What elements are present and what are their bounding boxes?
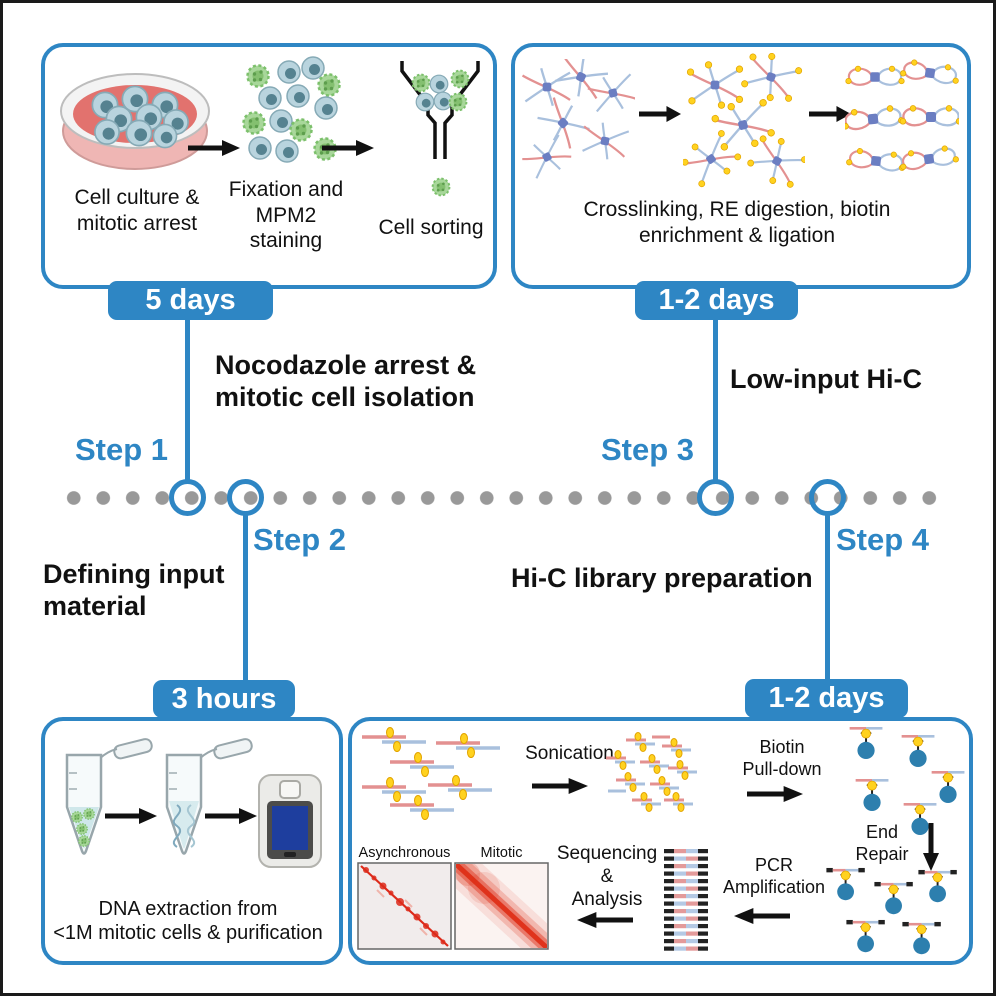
arrow-left-icon [577, 911, 633, 929]
label-sequencing-analysis: Sequencing & Analysis [556, 843, 658, 910]
heatmap-mitotic [454, 862, 549, 950]
label-pcr-amplification: PCR Amplification [722, 855, 826, 897]
arrow-right-icon [188, 139, 240, 157]
ligated-fragments-illustration [360, 725, 502, 822]
heatmap-async-label: Asynchronous [358, 845, 451, 861]
arrow-down-icon [923, 823, 939, 871]
arrow-right-icon [639, 105, 681, 123]
box-library-prep: Sonication Biotin Pull-down End Repair [348, 717, 973, 965]
heatmap-mitotic-label: Mitotic [480, 845, 523, 861]
arrow-right-icon [105, 807, 157, 825]
step2-marker-ring [227, 479, 264, 516]
task-library-prep: Hi-C library preparation [511, 563, 813, 593]
label-sonication: Sonication [525, 743, 614, 764]
caption-fixation: Fixation and MPM2 staining [228, 178, 344, 253]
tube-cells-illustration [65, 738, 153, 855]
badge-step4-duration: 1-2 days [745, 679, 908, 718]
connector-step3 [713, 318, 718, 481]
fluorometer-illustration [258, 774, 322, 868]
arrow-right-icon [205, 807, 257, 825]
biotin-chromatin-illustration [683, 53, 805, 195]
badge-step3-duration: 1-2 days [635, 281, 798, 320]
petri-dish-illustration [60, 73, 210, 170]
label-end-repair: End Repair [855, 822, 909, 864]
step4-label: Step 4 [836, 522, 930, 557]
connector-step1 [185, 318, 190, 481]
connector-step4 [825, 514, 830, 680]
step1-marker-ring [169, 479, 206, 516]
step1-label: Step 1 [75, 432, 169, 467]
library-ladder-illustration [664, 849, 708, 951]
badge-step2-duration: 3 hours [153, 680, 295, 718]
task-low-input-hic: Low-input Hi-C [730, 364, 922, 394]
connector-step2 [243, 514, 248, 681]
sonicated-fragments-illustration [604, 731, 699, 813]
step2-label: Step 2 [253, 522, 347, 557]
caption-cell-sorting: Cell sorting [378, 216, 484, 239]
box-crosslinking: Crosslinking, RE digestion, biotin enric… [511, 43, 971, 289]
step3-label: Step 3 [601, 432, 695, 467]
ligated-chromatin-illustration [845, 57, 959, 173]
tube-dna-illustration [165, 738, 253, 855]
box-cell-culture: Cell culture & mitotic arrest Fixation a… [41, 43, 497, 289]
biotin-beads-illustration [848, 726, 966, 837]
stained-cells-illustration [242, 56, 341, 163]
arrow-right-icon [532, 777, 588, 795]
badge-step1-duration: 5 days [108, 281, 273, 320]
crosslinked-chromatin-illustration [517, 59, 635, 183]
heatmap-asynchronous [357, 862, 452, 950]
caption-cell-culture: Cell culture & mitotic arrest [74, 186, 200, 235]
label-biotin-pulldown: Biotin Pull-down [742, 737, 822, 779]
arrow-right-icon [322, 139, 374, 157]
task-nocodazole: Nocodazole arrest & mitotic cell isolati… [215, 350, 477, 412]
caption-dna-extraction: DNA extraction from <1M mitotic cells & … [53, 898, 323, 945]
step3-marker-ring [697, 479, 734, 516]
task-defining-input: Defining input material [43, 559, 225, 621]
arrow-right-icon [747, 785, 803, 803]
step4-marker-ring [809, 479, 846, 516]
cell-sorter-illustration [400, 61, 480, 197]
box-dna-extraction: DNA extraction from <1M mitotic cells & … [41, 717, 343, 965]
caption-crosslinking: Crosslinking, RE digestion, biotin enric… [583, 198, 891, 247]
arrow-left-icon [734, 907, 790, 925]
